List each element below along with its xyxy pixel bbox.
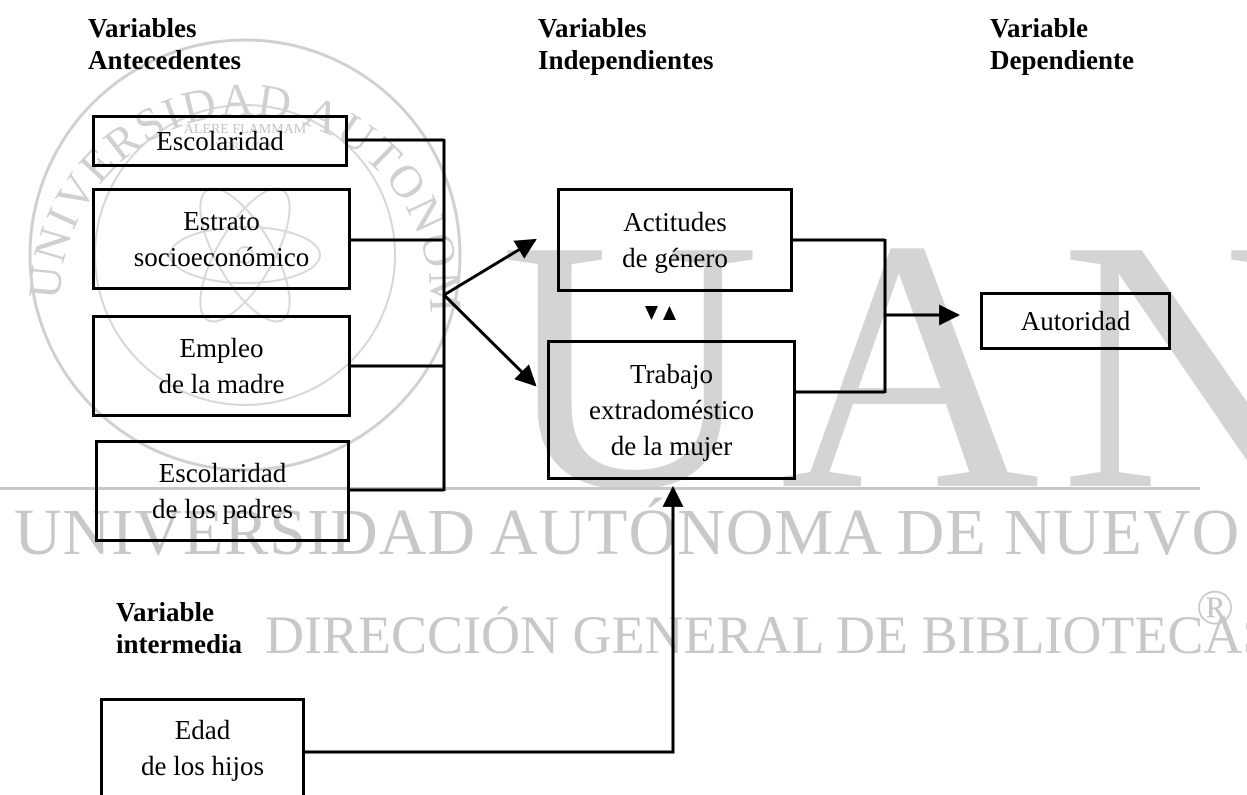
seal-motto-line2: VERITATIS xyxy=(215,139,275,153)
registered-mark: ® xyxy=(1196,579,1234,635)
uanl-watermark-letters: UANL xyxy=(500,165,1247,564)
university-name-watermark: UNIVERSIDAD AUTÓNOMA DE NUEVO LEÓN xyxy=(14,496,1247,569)
bidirectional-arrows-icon xyxy=(645,306,676,320)
box-empleo-madre: Empleo de la madre xyxy=(92,315,351,417)
heading-dependent-variable: Variable Dependiente xyxy=(990,13,1134,75)
arrow-edad-to-trabajo xyxy=(305,485,684,754)
box-estrato-socioeconomico: Estrato socioeconómico xyxy=(92,188,351,290)
seal-motto-line1: ALERE FLAMMAM xyxy=(184,122,307,137)
box-edad-hijos: Edad de los hijos xyxy=(100,698,305,795)
box-actitudes-genero: Actitudes de género xyxy=(557,188,793,292)
arrow-to-actitudes xyxy=(443,238,537,297)
heading-antecedent-variables: Variables Antecedentes xyxy=(88,13,241,75)
library-direction-watermark: DIRECCIÓN GENERAL DE BIBLIOTECAS xyxy=(265,605,1247,665)
box-escolaridad: Escolaridad xyxy=(92,115,348,167)
box-trabajo-extradomestico: Trabajo extradoméstico de la mujer xyxy=(547,340,796,480)
watermark-rule xyxy=(0,487,1200,490)
heading-independent-variables: Variables Independientes xyxy=(538,13,714,75)
heading-intermediate-variable: Variable intermedia xyxy=(116,597,242,659)
arrow-to-trabajo xyxy=(442,293,537,387)
box-escolaridad-padres: Escolaridad de los padres xyxy=(95,440,350,542)
box-autoridad: Autoridad xyxy=(980,292,1171,350)
